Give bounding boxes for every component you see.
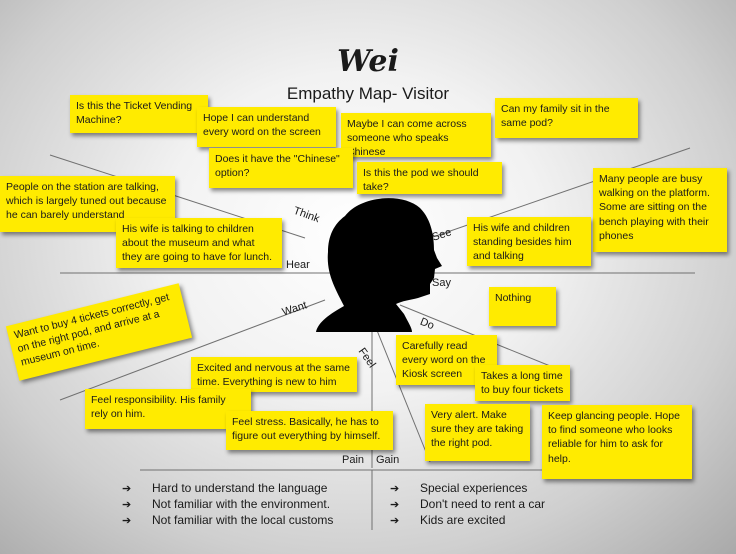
gain-list: ➔Special experiences ➔Don't need to rent… xyxy=(390,480,545,528)
section-label-pain: Pain xyxy=(342,454,365,466)
note-ticket-machine: Is this the Ticket Vending Machine? xyxy=(70,95,208,133)
note-pod-take: Is this the pod we should take? xyxy=(357,162,502,194)
note-long-time: Takes a long time to buy four tickets xyxy=(475,365,570,401)
arrow-right-icon: ➔ xyxy=(390,498,400,511)
arrow-right-icon: ➔ xyxy=(122,482,132,495)
note-nothing: Nothing xyxy=(489,287,556,326)
divider-line xyxy=(371,317,431,463)
arrow-right-icon: ➔ xyxy=(390,482,400,495)
note-excited: Excited and nervous at the same time. Ev… xyxy=(191,357,357,392)
note-busy-people: Many people are busy walking on the plat… xyxy=(593,168,727,252)
note-responsibility: Feel responsibility. His family rely on … xyxy=(85,389,251,429)
note-chinese-speaker: Maybe I can come across someone who spea… xyxy=(341,113,491,158)
arrow-right-icon: ➔ xyxy=(122,514,132,527)
head-silhouette xyxy=(316,198,442,332)
note-glancing: Keep glancing people. Hope to find someo… xyxy=(542,405,692,479)
pain-list: ➔Hard to understand the language ➔Not fa… xyxy=(122,480,333,528)
arrow-right-icon: ➔ xyxy=(390,514,400,527)
note-wife-children: His wife is talking to children about th… xyxy=(116,218,282,268)
map-subtitle: Empathy Map- Visitor xyxy=(286,84,450,103)
note-wife-standing: His wife and children standing besides h… xyxy=(467,217,591,266)
list-item: ➔Hard to understand the language xyxy=(122,481,328,495)
list-item: ➔Don't need to rent a car xyxy=(390,497,546,511)
list-item: ➔Kids are excited xyxy=(390,513,506,527)
list-item: ➔Special experiences xyxy=(390,481,528,495)
note-alert: Very alert. Make sure they are taking th… xyxy=(425,404,530,461)
persona-name: Wei xyxy=(337,44,399,79)
note-family-pod: Can my family sit in the same pod? xyxy=(495,98,638,138)
note-understand-words: Hope I can understand every word on the … xyxy=(197,107,336,147)
note-chinese-option: Does it have the "Chinese" option? xyxy=(209,148,353,188)
note-stress: Feel stress. Basically, he has to figure… xyxy=(226,411,393,450)
section-label-hear: Hear xyxy=(286,259,310,271)
section-label-say: Say xyxy=(432,277,451,289)
list-item: ➔Not familiar with the local customs xyxy=(122,513,334,527)
arrow-right-icon: ➔ xyxy=(122,498,132,511)
list-item: ➔Not familiar with the environment. xyxy=(122,497,331,511)
note-station-talk: People on the station are talking, which… xyxy=(0,176,175,232)
section-label-gain: Gain xyxy=(376,454,400,466)
divider-line xyxy=(59,299,326,401)
